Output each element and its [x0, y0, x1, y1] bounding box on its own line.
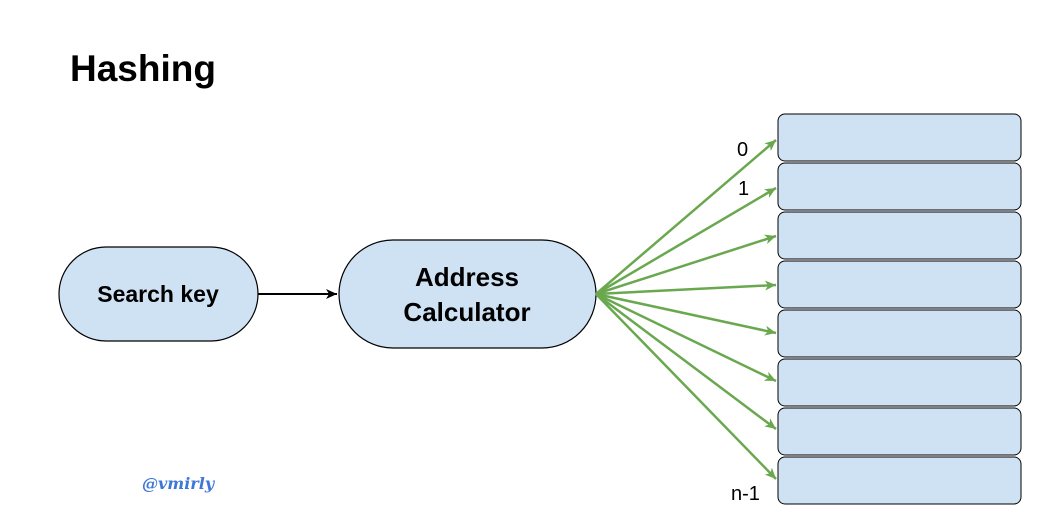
address-calculator-label-line2: Calculator [403, 297, 530, 327]
hash-slot [777, 113, 1022, 162]
hash-arrow [595, 280, 777, 296]
hash-arrows [595, 139, 777, 480]
hash-arrow [595, 292, 777, 336]
hash-arrow [595, 293, 777, 430]
address-calculator-label-line1: Address [415, 262, 519, 292]
hash-slot [777, 407, 1022, 456]
hash-table [777, 113, 1022, 505]
hash-slot [777, 456, 1022, 505]
address-calculator-node: Address Calculator [338, 239, 597, 349]
search-key-node: Search key [58, 246, 259, 342]
hash-slot [777, 309, 1022, 358]
hash-slot [777, 162, 1022, 211]
search-key-label: Search key [97, 281, 219, 307]
watermark: @vmirly [142, 474, 216, 493]
slot-label-0: 0 [737, 139, 748, 161]
hash-arrow [595, 234, 777, 296]
hash-arrow [595, 292, 777, 383]
hash-arrow [595, 293, 777, 480]
hash-arrow [595, 186, 777, 296]
hash-arrow [595, 139, 777, 295]
hash-slot [777, 211, 1022, 260]
hash-slot [777, 358, 1022, 407]
slot-label-last: n-1 [731, 483, 760, 505]
slot-label-1: 1 [738, 178, 749, 200]
hash-slot [777, 260, 1022, 309]
diagram-title: Hashing [70, 48, 216, 89]
